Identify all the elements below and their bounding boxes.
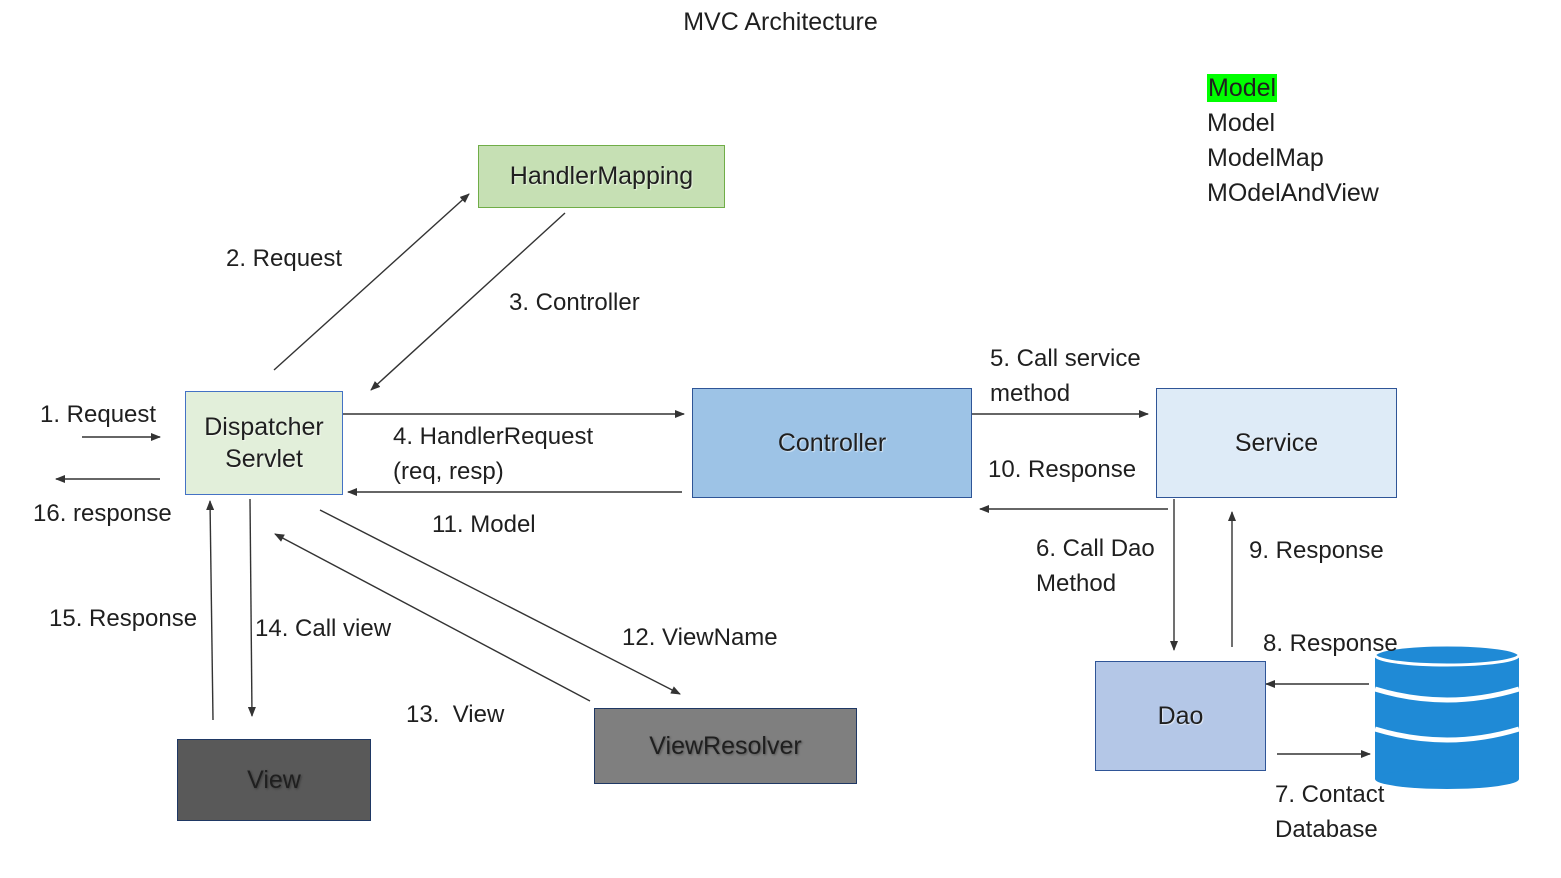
arrow-15-response: [206, 500, 215, 721]
diagram-title: MVC Architecture: [683, 8, 878, 36]
label-16-response: 16. response: [33, 500, 172, 527]
label-1-request: 1. Request: [40, 401, 157, 428]
arrow-14-call-view: [247, 498, 256, 717]
label-14-call-view: 14. Call view: [255, 615, 392, 642]
label-6-call-dao: 6. Call Dao: [1036, 535, 1155, 562]
service-node: Service: [1156, 388, 1397, 498]
controller-node: Controller: [692, 388, 972, 498]
label-10-response: 10. Response: [988, 456, 1137, 483]
dao-node: Dao: [1095, 661, 1266, 771]
label-2-request: 2. Request: [226, 245, 343, 272]
label-15-response: 15. Response: [49, 605, 198, 632]
database-icon: [1373, 643, 1521, 789]
label-8-response: 8. Response: [1263, 630, 1398, 657]
arrow-2-request: [273, 193, 470, 371]
label-3-controller: 3. Controller: [509, 289, 640, 316]
dao-label: Dao: [1157, 701, 1204, 730]
legend-item: ModelMap: [1207, 144, 1324, 172]
label-5-call-service: 5. Call service: [990, 345, 1141, 372]
legend-highlight-model: Model: [1207, 74, 1278, 102]
label-7-contact: 7. Contact: [1275, 781, 1385, 808]
handler-mapping-node: HandlerMapping: [478, 145, 725, 208]
label-6-call-dao-method: Method: [1036, 570, 1117, 597]
arrow-3-controller: [370, 212, 566, 391]
view-resolver-label: ViewResolver: [649, 731, 802, 760]
arrow-12-view-name: [319, 509, 681, 695]
legend-item: MOdelAndView: [1207, 179, 1379, 207]
view-resolver-node: ViewResolver: [594, 708, 857, 784]
label-7-database: Database: [1275, 816, 1378, 843]
dispatcher-servlet-label-line2: Servlet: [225, 445, 303, 473]
legend-item-highlighted: Model: [1207, 73, 1278, 103]
label-9-response: 9. Response: [1249, 537, 1384, 564]
label-4-handler-request: 4. HandlerRequest: [393, 423, 594, 450]
label-13-view: 13. View: [406, 701, 505, 728]
service-label: Service: [1234, 428, 1319, 457]
dispatcher-servlet-node: Dispatcher Servlet: [185, 391, 343, 495]
label-11-model: 11. Model: [432, 511, 536, 538]
label-12-view-name: 12. ViewName: [622, 624, 778, 651]
view-label: View: [247, 765, 301, 794]
controller-label: Controller: [777, 428, 887, 457]
arrow-13-view: [274, 533, 591, 702]
view-node: View: [177, 739, 371, 821]
label-4-handler-request-args: (req, resp): [393, 458, 504, 485]
dispatcher-servlet-label-line1: Dispatcher: [204, 412, 324, 441]
handler-mapping-label: HandlerMapping: [509, 162, 694, 191]
legend-item: Model: [1207, 109, 1276, 137]
label-5-call-service-method: method: [990, 380, 1071, 407]
